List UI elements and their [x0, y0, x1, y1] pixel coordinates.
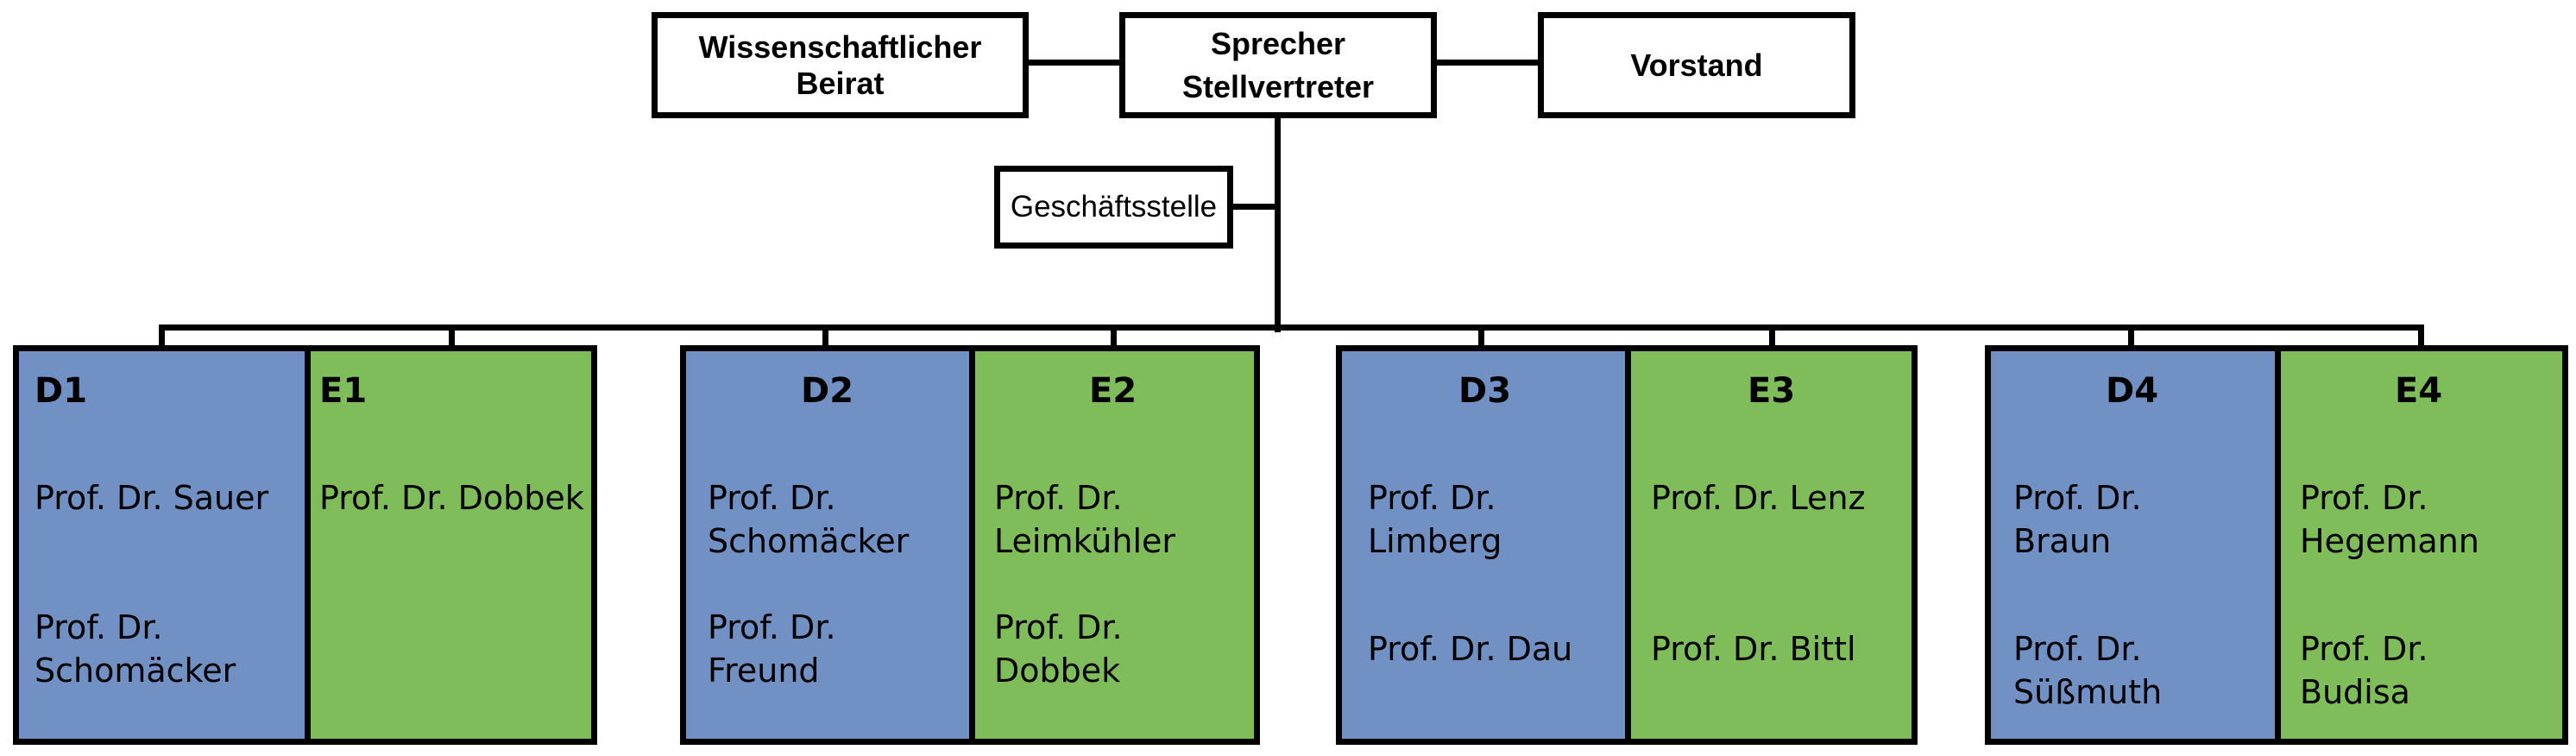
unit-e2 [969, 345, 1260, 745]
unit-d3-title: D3 [1458, 371, 1512, 411]
drop-d2 [822, 324, 828, 350]
drop-e4 [2418, 324, 2424, 350]
member-e4-2: Prof. Dr. Budisa [2300, 630, 2428, 711]
unit-e4 [2275, 345, 2568, 745]
member-d3-1: Prof. Dr. Limberg [1368, 479, 1502, 560]
drop-d1 [159, 324, 165, 350]
connector-bus [159, 324, 2424, 331]
unit-e3-title: E3 [1748, 371, 1796, 411]
unit-e1-title: E1 [319, 371, 368, 411]
member-e3-2: Prof. Dr. Bittl [1651, 630, 1856, 668]
member-d4-1: Prof. Dr. Braun [2013, 479, 2142, 560]
drop-e2 [1111, 324, 1117, 350]
unit-d2-title: D2 [801, 371, 854, 411]
connector-beirat-sprecher [1027, 60, 1122, 66]
unit-e4-title: E4 [2395, 371, 2443, 411]
member-d1-1: Prof. Dr. Sauer [35, 479, 269, 517]
geschaeftsstelle-box: Geschäftsstelle [994, 166, 1233, 249]
sprecher-line-2: Stellvertreter [1181, 68, 1375, 104]
member-d3-2: Prof. Dr. Dau [1368, 630, 1573, 668]
wissenschaftlicher-beirat-box: Wissenschaftlicher Beirat [652, 12, 1029, 118]
member-d2-2: Prof. Dr. Freund [708, 608, 836, 690]
member-e1-1: Prof. Dr. Dobbek [319, 479, 584, 517]
vorstand-box: Vorstand [1538, 12, 1855, 118]
drop-e3 [1769, 324, 1775, 350]
unit-d1-title: D1 [35, 371, 88, 411]
connector-sprecher-trunk [1275, 117, 1281, 332]
unit-e3 [1625, 345, 1918, 745]
unit-d4 [1985, 345, 2281, 745]
member-d2-1: Prof. Dr. Schomäcker [708, 479, 910, 560]
drop-d4 [2128, 324, 2134, 350]
member-e3-1: Prof. Dr. Lenz [1651, 479, 1866, 517]
beirat-line-1: Wissenschaftlicher [698, 28, 982, 65]
connector-office [1227, 204, 1279, 210]
geschaeftsstelle-label: Geschäftsstelle [1010, 190, 1218, 224]
member-e2-1: Prof. Dr. Leimkühler [994, 479, 1176, 560]
sprecher-line-1: Sprecher [1210, 25, 1346, 61]
drop-e1 [449, 324, 455, 350]
connector-sprecher-vorstand [1433, 60, 1540, 66]
member-e2-2: Prof. Dr. Dobbek [994, 608, 1123, 690]
vorstand-label: Vorstand [1630, 47, 1763, 83]
member-d1-2: Prof. Dr. Schomäcker [35, 608, 236, 690]
member-e4-1: Prof. Dr. Hegemann [2300, 479, 2479, 560]
beirat-line-2: Beirat [796, 65, 885, 101]
member-d4-2: Prof. Dr. Süßmuth [2013, 630, 2163, 711]
sprecher-box: Sprecher Stellvertreter [1119, 12, 1437, 118]
unit-e2-title: E2 [1089, 371, 1137, 411]
unit-e1 [305, 345, 597, 745]
drop-d3 [1478, 324, 1484, 350]
unit-d4-title: D4 [2106, 371, 2159, 411]
